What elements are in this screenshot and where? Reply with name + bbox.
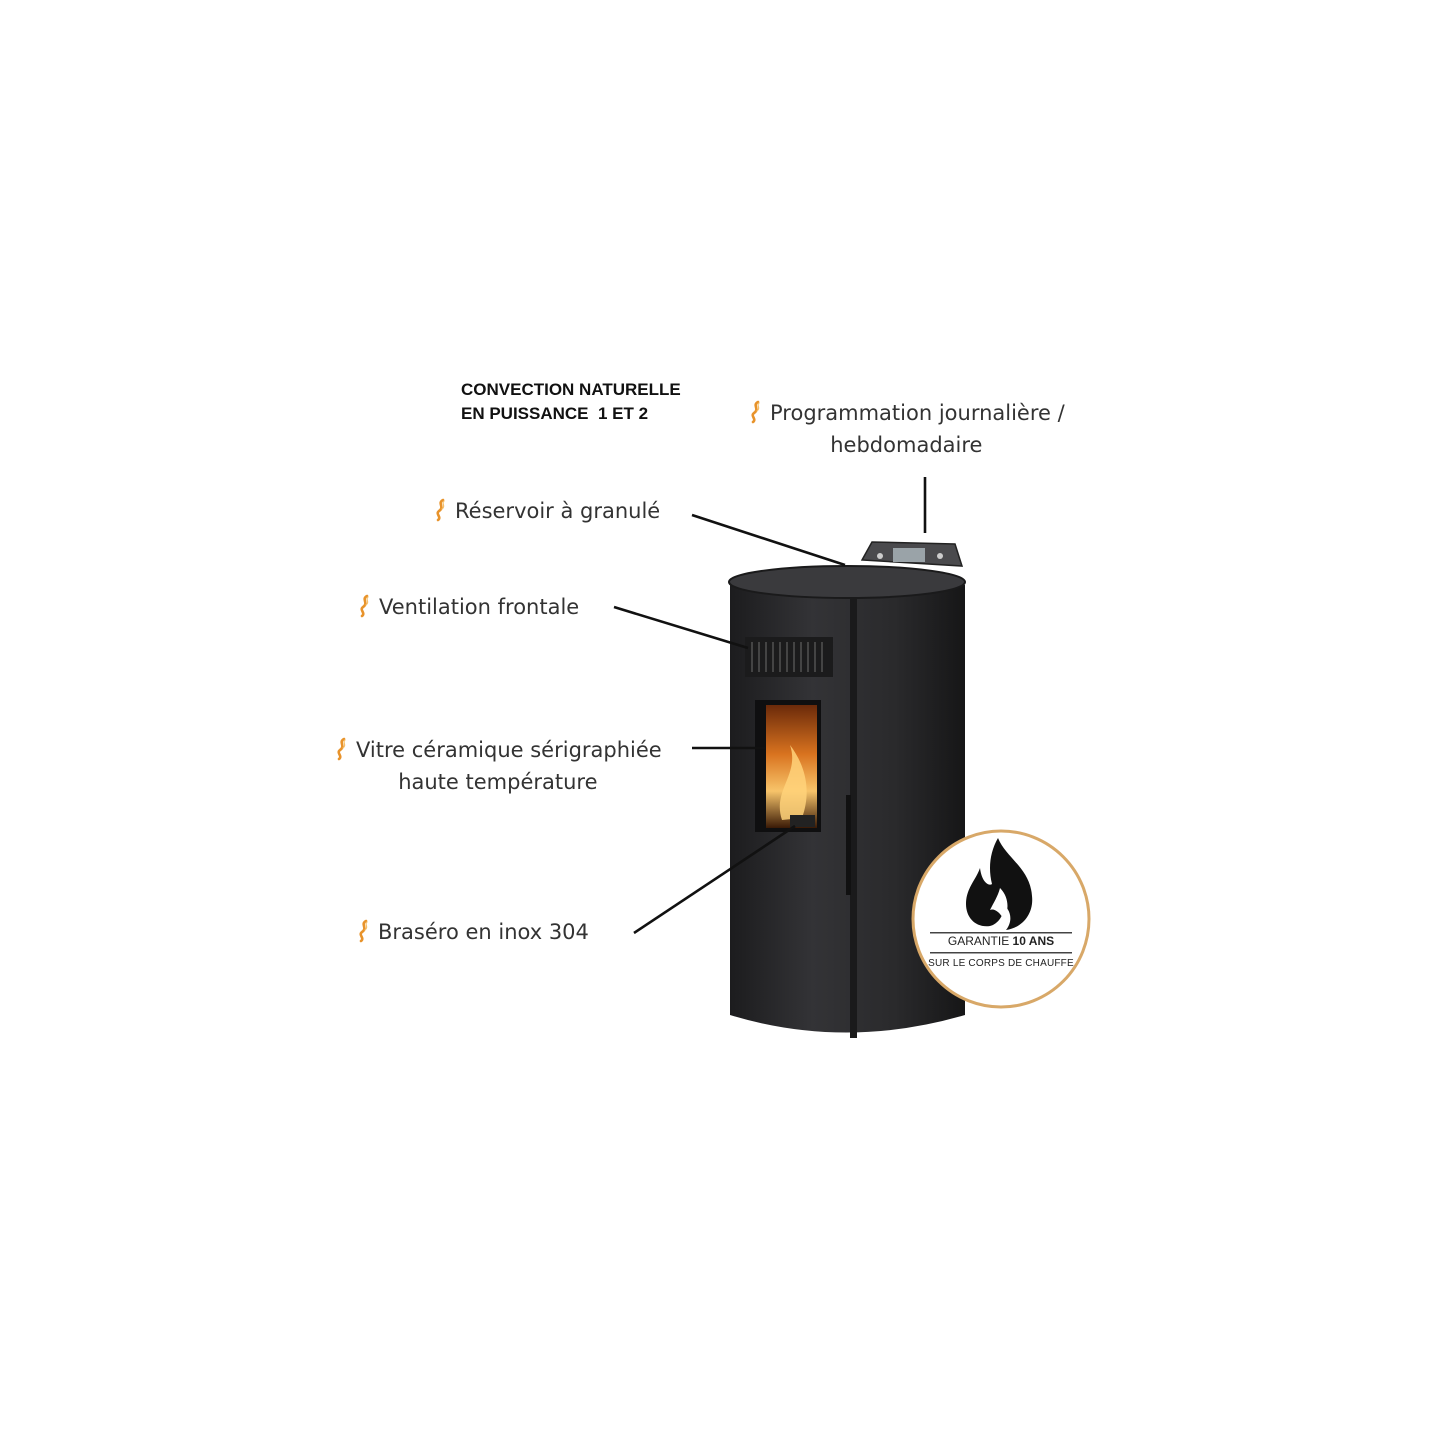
callout-vitre-line-1: Vitre céramique sérigraphiée [356,738,662,762]
callout-vitre: Vitre céramique sérigraphiée haute tempé… [334,734,662,798]
flame-swirl-icon [334,737,350,761]
stove-top [728,565,966,599]
callout-ventilation-line-1: Ventilation frontale [379,595,580,619]
door-handle [846,795,851,895]
flame-swirl-icon [433,498,449,522]
badge-warranty-line: GARANTIE 10 ANS [930,934,1072,948]
door-seam [850,598,857,1038]
control-screen [893,548,925,562]
callout-vitre-line-2: haute température [398,770,598,794]
flame-swirl-icon [357,594,373,618]
callout-programmation-line-2: hebdomadaire [830,433,983,457]
badge-duration: 10 ANS [1012,934,1055,948]
control-button [937,553,943,559]
brasero [790,815,815,827]
leader-lines [613,477,927,935]
callout-brasero-line-1: Braséro en inox 304 [378,920,589,944]
flame-swirl-icon [748,400,764,424]
flame-swirl-icon [356,919,372,943]
control-button [877,553,883,559]
callout-programmation-line-1: Programmation journalière / [770,401,1065,425]
headline-line-1: CONVECTION NATURELLE [461,380,681,399]
callout-reservoir-line-1: Réservoir à granulé [455,499,661,523]
badge-prefix: GARANTIE [947,934,1010,948]
headline-line-2: EN PUISSANCE 1 ET 2 [461,404,649,423]
badge-subtitle: SUR LE CORPS DE CHAUFFE [928,958,1074,969]
headline: CONVECTION NATURELLE EN PUISSANCE 1 ET 2 [461,378,681,426]
callout-programmation: Programmation journalière / hebdomadaire [748,397,1065,461]
fire-flame [779,745,807,820]
grille-slats [751,642,823,672]
flame-icon [966,838,1033,930]
callout-ventilation: Ventilation frontale [357,591,579,623]
callout-reservoir: Réservoir à granulé [433,495,660,527]
callout-brasero: Braséro en inox 304 [356,916,589,948]
warranty-badge [911,829,1091,1009]
